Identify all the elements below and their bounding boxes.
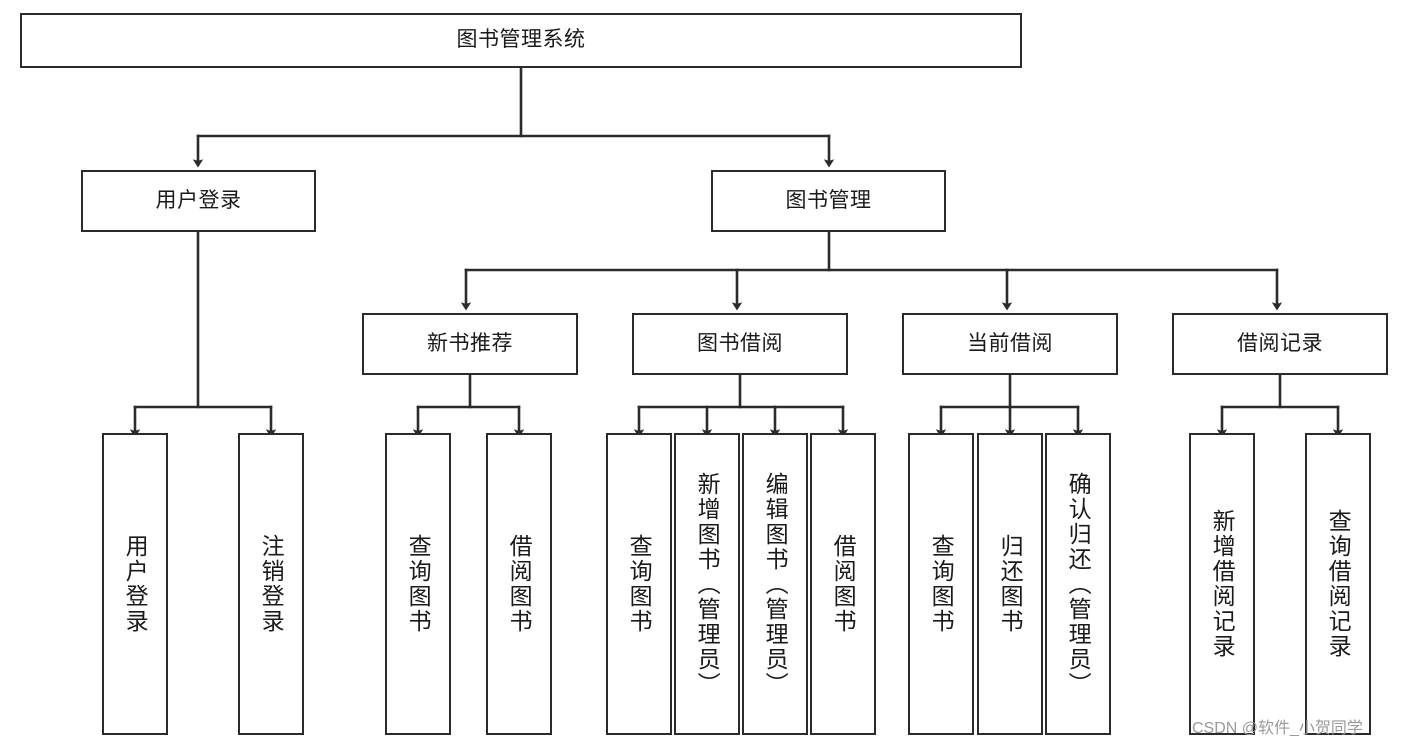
node-label: 图书管理系统 [456,28,586,52]
node-label: 新增图书（管理员） [694,471,721,697]
node-label: 用户登录 [122,534,149,634]
node-borrow-record[interactable]: 借阅记录 [1172,313,1388,375]
node-label: 当前借阅 [967,331,1053,355]
node-label: 借阅图书 [830,534,857,634]
node-label: 新书推荐 [427,331,513,355]
node-label: 归还图书 [997,534,1024,634]
node-label: 新增借阅记录 [1209,509,1236,659]
leaf-query-borrow-record[interactable]: 查询借阅记录 [1305,433,1371,735]
node-label: 确认归还（管理员） [1065,471,1092,697]
node-label: 查询借阅记录 [1325,509,1352,659]
leaf-query-book-recommend[interactable]: 查询图书 [385,433,451,735]
leaf-logout-login[interactable]: 注销登录 [238,433,304,735]
node-label: 图书管理 [785,188,872,212]
csdn-watermark: CSDN @软件_小贺同学 [1192,720,1363,737]
node-label: 借阅记录 [1237,331,1323,355]
leaf-return-book[interactable]: 归还图书 [977,433,1043,735]
node-label: 借阅图书 [506,534,533,634]
node-label: 查询图书 [928,534,955,634]
leaf-user-login[interactable]: 用户登录 [102,433,168,735]
leaf-query-book-borrow[interactable]: 查询图书 [606,433,672,735]
leaf-borrow-book-recommend[interactable]: 借阅图书 [486,433,552,735]
node-label: 编辑图书（管理员） [762,471,789,697]
leaf-query-book-current[interactable]: 查询图书 [908,433,974,735]
leaf-edit-book-admin[interactable]: 编辑图书（管理员） [742,433,808,735]
leaf-add-book-admin[interactable]: 新增图书（管理员） [674,433,740,735]
node-label: 查询图书 [626,534,653,634]
node-user-login[interactable]: 用户登录 [81,170,316,232]
node-current-borrow[interactable]: 当前借阅 [902,313,1118,375]
node-label: 用户登录 [155,188,242,212]
leaf-borrow-book[interactable]: 借阅图书 [810,433,876,735]
leaf-confirm-return-admin[interactable]: 确认归还（管理员） [1045,433,1111,735]
node-label: 注销登录 [258,534,285,634]
node-new-book-recommend[interactable]: 新书推荐 [362,313,578,375]
node-root-book-management-system[interactable]: 图书管理系统 [20,13,1022,68]
leaf-add-borrow-record[interactable]: 新增借阅记录 [1189,433,1255,735]
node-label: 查询图书 [405,534,432,634]
node-label: 图书借阅 [697,331,783,355]
node-book-management[interactable]: 图书管理 [711,170,946,232]
node-book-borrow[interactable]: 图书借阅 [632,313,848,375]
